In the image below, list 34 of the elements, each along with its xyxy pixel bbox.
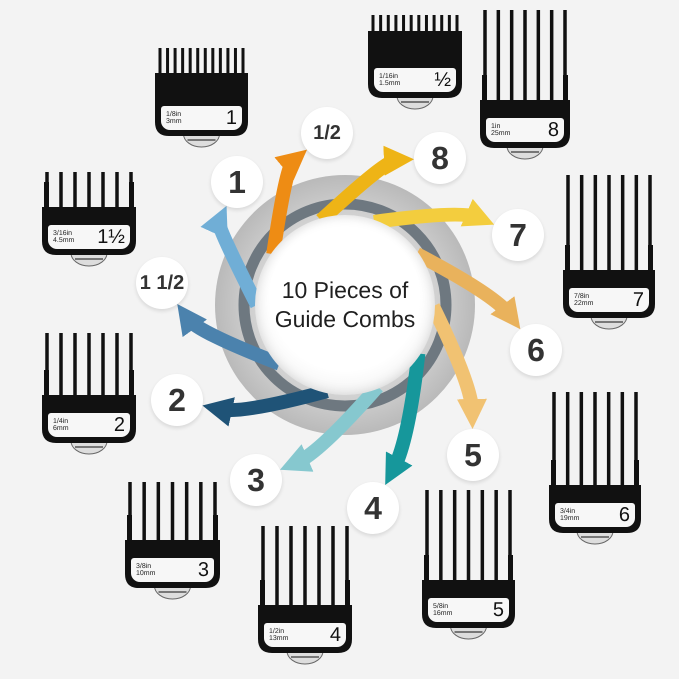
number-badge: [230, 454, 282, 506]
curved-arrow: [385, 352, 426, 486]
curved-arrow: [266, 147, 304, 256]
comb-number: 1½: [97, 227, 125, 247]
comb-number: 1: [226, 108, 237, 128]
badge-number: 4: [364, 490, 382, 526]
comb-number: 5: [492, 600, 504, 620]
number-badge: [347, 482, 399, 534]
badge-number: 1 1/2: [140, 272, 184, 294]
number-badge: [301, 107, 353, 159]
badge-number: 3: [247, 462, 265, 498]
number-badge: [492, 209, 544, 261]
comb-number: 4: [330, 625, 341, 645]
badge-number: 6: [527, 332, 545, 368]
comb-number: 2: [114, 415, 125, 435]
comb-number: 8: [548, 120, 559, 140]
badge-number: 7: [509, 216, 527, 254]
comb-number: ½: [434, 70, 451, 90]
number-badge: [447, 429, 499, 481]
center-title: 10 Pieces of Guide Combs: [274, 276, 416, 334]
curved-arrow: [373, 199, 495, 229]
comb-number: 6: [618, 505, 630, 525]
badge-number: 5: [464, 436, 482, 474]
number-badge: [136, 257, 188, 309]
number-badge: [414, 132, 466, 184]
comb-number: 3: [198, 560, 209, 580]
badge-number: 8: [431, 140, 449, 176]
number-badge: [211, 156, 263, 208]
number-badge: [510, 324, 562, 376]
comb-number: 7: [632, 290, 644, 310]
badge-number: 1: [228, 164, 246, 200]
number-badge: [151, 374, 203, 426]
badge-number: 2: [168, 382, 186, 418]
badge-number: 1/2: [313, 122, 341, 144]
